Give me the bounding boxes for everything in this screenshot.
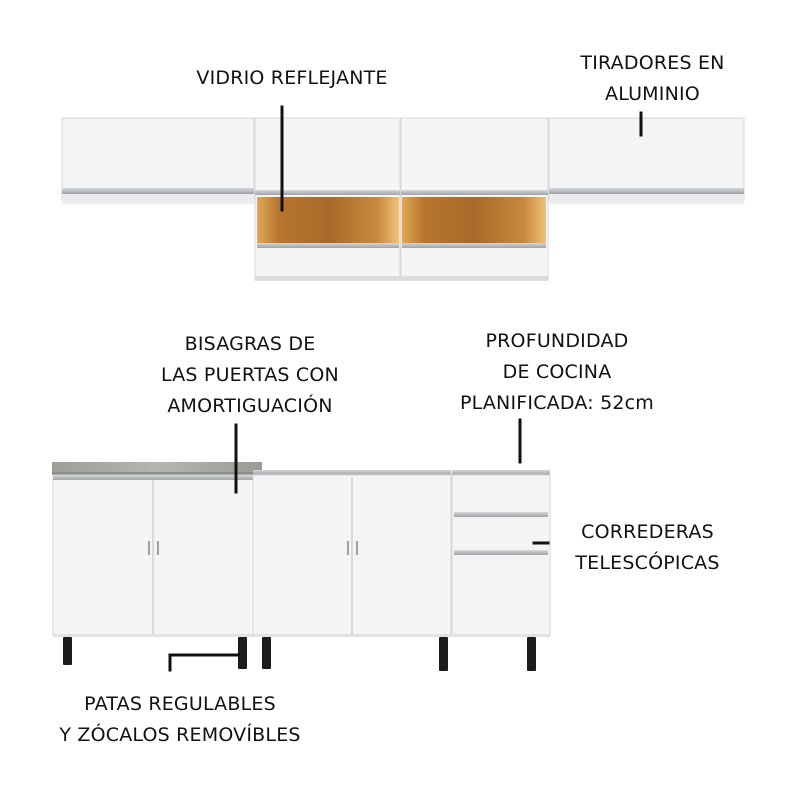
lower-cabinet-sink (52, 474, 254, 636)
drawer-handle-2 (454, 550, 548, 555)
callout-handles-line-2: ALUMINIO (605, 83, 700, 105)
callout-glass: VIDRIO REFLEJANTE (172, 63, 412, 94)
upper-cabinet-left (61, 117, 255, 204)
upper-cabinet-glass-right (400, 117, 549, 281)
upper-cabinet-glass-left (254, 117, 401, 281)
upper-cabinet-right (548, 117, 745, 204)
callout-depth-line-2: DE COCINA (502, 361, 612, 383)
callout-depth-line-1: PROFUNDIDAD (485, 330, 629, 352)
callout-legs: PATAS REGULABLES Y ZÓCALOS REMOVÍBLES (40, 689, 320, 751)
callout-slides-line-1: CORREDERAS (581, 521, 714, 543)
countertop (52, 462, 262, 475)
drawer-handle-1 (454, 512, 548, 517)
callout-hinges-line-3: AMORTIGUACIÓN (167, 395, 333, 417)
callout-glass-line-1: VIDRIO REFLEJANTE (196, 67, 388, 89)
lower-cabinet-drawers (451, 470, 551, 636)
callout-hinges-line-1: BISAGRAS DE (184, 333, 316, 355)
lower-cabinet-middle (252, 470, 452, 636)
callout-handles-line-1: TIRADORES EN (580, 52, 725, 74)
callout-slides: CORREDERAS TELESCÓPICAS (560, 517, 735, 579)
callout-handles: TIRADORES EN ALUMINIO (545, 48, 760, 110)
callout-slides-line-2: TELESCÓPICAS (575, 552, 720, 574)
callout-hinges: BISAGRAS DE LAS PUERTAS CON AMORTIGUACIÓ… (125, 329, 375, 422)
adjustable-legs (63, 637, 536, 671)
callout-depth: PROFUNDIDAD DE COCINA PLANIFICADA: 52cm (432, 326, 682, 419)
callout-hinges-line-2: LAS PUERTAS CON (161, 364, 339, 386)
callout-legs-line-2: Y ZÓCALOS REMOVÍBLES (59, 724, 301, 746)
callout-legs-line-1: PATAS REGULABLES (84, 693, 276, 715)
callout-depth-line-3: PLANIFICADA: 52cm (459, 392, 655, 414)
callout-line-legs (168, 653, 240, 672)
reflective-glass-panel (257, 197, 399, 243)
